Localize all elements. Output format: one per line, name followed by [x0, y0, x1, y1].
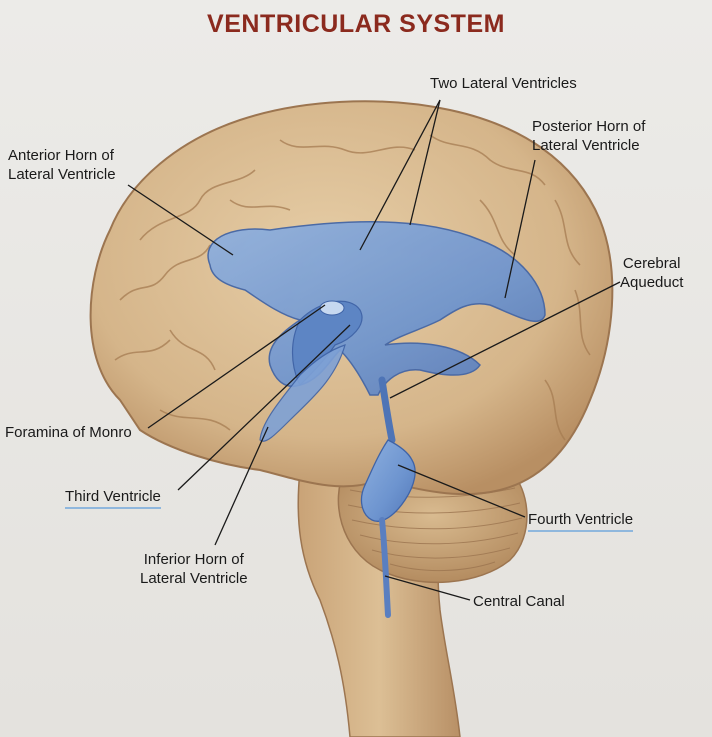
- aqueduct-shape: [378, 376, 396, 444]
- leader-third-ventricle: [177, 324, 351, 491]
- leader-cerebral-aqueduct: [389, 281, 621, 399]
- diagram-title: VENTRICULAR SYSTEM: [207, 10, 505, 38]
- leader-anterior-horn: [127, 184, 234, 256]
- label-inferior-horn: Inferior Horn of Lateral Ventricle: [140, 551, 248, 587]
- leader-central-canal: [384, 575, 471, 601]
- leader-foramina-monro: [147, 304, 326, 429]
- label-cerebral-aqueduct: Cerebral Aqueduct: [620, 255, 684, 291]
- label-two-lateral-ventricles: Two Lateral Ventricles: [430, 75, 577, 92]
- label-fourth-ventricle: Fourth Ventricle: [528, 510, 634, 532]
- label-posterior-horn: Posterior Horn of Lateral Ventricle: [532, 118, 646, 154]
- label-third-ventricle: Third Ventricle: [65, 487, 161, 509]
- gyri: [114, 134, 591, 441]
- leader-inferior-horn: [214, 426, 269, 546]
- leader-lines: [127, 99, 621, 601]
- fourth-ventricle-shape: [360, 439, 416, 522]
- leader-posterior-horn: [504, 159, 536, 299]
- central-canal-shape: [379, 517, 391, 618]
- leader-two-lateral-a: [359, 99, 441, 251]
- leader-fourth-ventricle: [397, 464, 526, 518]
- leader-two-lateral-b: [409, 99, 441, 226]
- label-central-canal: Central Canal: [473, 593, 565, 610]
- label-foramina-of-monro: Foramina of Monro: [5, 424, 132, 441]
- label-anterior-horn: Anterior Horn of Lateral Ventricle: [8, 147, 116, 183]
- interventricular-foramen: [319, 300, 345, 316]
- inferior-horn-shape: [259, 344, 346, 442]
